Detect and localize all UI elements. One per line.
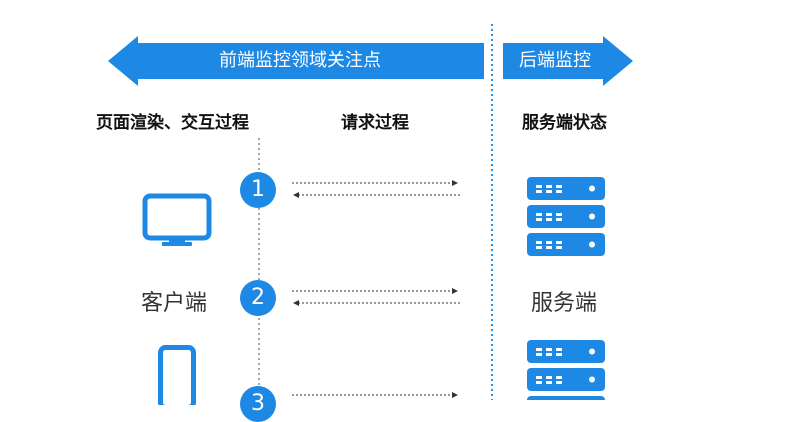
frontend-arrow [108, 36, 484, 86]
step-3-badge: 3 [240, 386, 276, 422]
frontend-backend-divider [491, 24, 493, 400]
request-arrows-3 [292, 392, 458, 398]
mobile-phone-icon [158, 345, 196, 405]
timeline-line [258, 138, 260, 400]
client-label: 客户端 [141, 291, 208, 316]
server-rack-icon-2 [527, 340, 605, 400]
heading-render-interaction: 页面渲染、交互过程 [96, 113, 249, 133]
request-arrows-1 [292, 180, 460, 198]
heading-request-process: 请求过程 [341, 113, 409, 133]
heading-server-status: 服务端状态 [522, 113, 607, 133]
desktop-monitor-icon [142, 193, 212, 246]
server-rack-icon [527, 177, 605, 256]
request-arrows-2 [292, 288, 460, 306]
backend-arrow-label: 后端监控 [519, 50, 591, 71]
frontend-arrow-label: 前端监控领域关注点 [219, 50, 381, 71]
step-2-badge: 2 [240, 280, 276, 316]
backend-arrow [503, 36, 633, 86]
step-1-badge: 1 [240, 172, 276, 208]
server-label: 服务端 [531, 291, 598, 316]
